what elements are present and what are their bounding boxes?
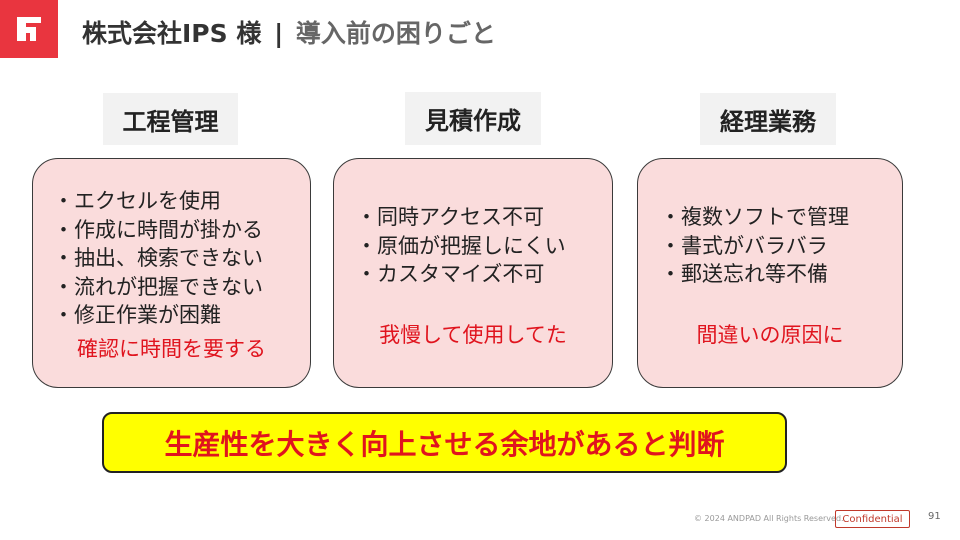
list-item: 流れが把握できない [53, 273, 263, 302]
list-item: 郵送忘れ等不備 [660, 260, 849, 289]
conclusion-banner: 生産性を大きく向上させる余地があると判断 [102, 412, 787, 473]
column-heading-accounting: 経理業務 [700, 93, 836, 145]
list-item: 複数ソフトで管理 [660, 203, 849, 232]
issue-consequence: 我慢して使用してた [379, 323, 567, 347]
list-item: 同時アクセス不可 [356, 203, 566, 232]
list-item: 修正作業が困難 [53, 301, 263, 330]
issue-list: 同時アクセス不可 原価が把握しにくい カスタマイズ不可 [356, 203, 566, 289]
issue-card-estimate: 同時アクセス不可 原価が把握しにくい カスタマイズ不可 我慢して使用してた [333, 158, 613, 388]
issue-list: 複数ソフトで管理 書式がバラバラ 郵送忘れ等不備 [660, 203, 849, 289]
page-title: 株式会社IPS 様 | 導入前の困りごと [82, 14, 496, 50]
page-subtitle: 導入前の困りごと [295, 19, 496, 48]
list-item: 作成に時間が掛かる [53, 216, 263, 245]
issue-card-accounting: 複数ソフトで管理 書式がバラバラ 郵送忘れ等不備 間違いの原因に [637, 158, 903, 388]
page-number: 91 [928, 511, 941, 522]
confidential-badge: Confidential [835, 510, 910, 528]
issue-card-process: エクセルを使用 作成に時間が掛かる 抽出、検索できない 流れが把握できない 修正… [32, 158, 311, 388]
list-item: 書式がバラバラ [660, 232, 849, 261]
list-item: カスタマイズ不可 [356, 260, 566, 289]
list-item: 抽出、検索できない [53, 244, 263, 273]
list-item: エクセルを使用 [53, 187, 263, 216]
issue-consequence: 間違いの原因に [696, 323, 844, 347]
brand-logo-icon [17, 17, 41, 41]
column-heading-process: 工程管理 [103, 93, 238, 145]
issue-list: エクセルを使用 作成に時間が掛かる 抽出、検索できない 流れが把握できない 修正… [53, 187, 263, 330]
title-separator: | [274, 19, 284, 48]
column-heading-estimate: 見積作成 [405, 92, 541, 145]
brand-logo [0, 0, 58, 58]
copyright-text: © 2024 ANDPAD All Rights Reserved. [694, 514, 844, 523]
client-name: 株式会社IPS 様 [82, 19, 262, 48]
issue-consequence: 確認に時間を要する [77, 337, 266, 361]
list-item: 原価が把握しにくい [356, 232, 566, 261]
